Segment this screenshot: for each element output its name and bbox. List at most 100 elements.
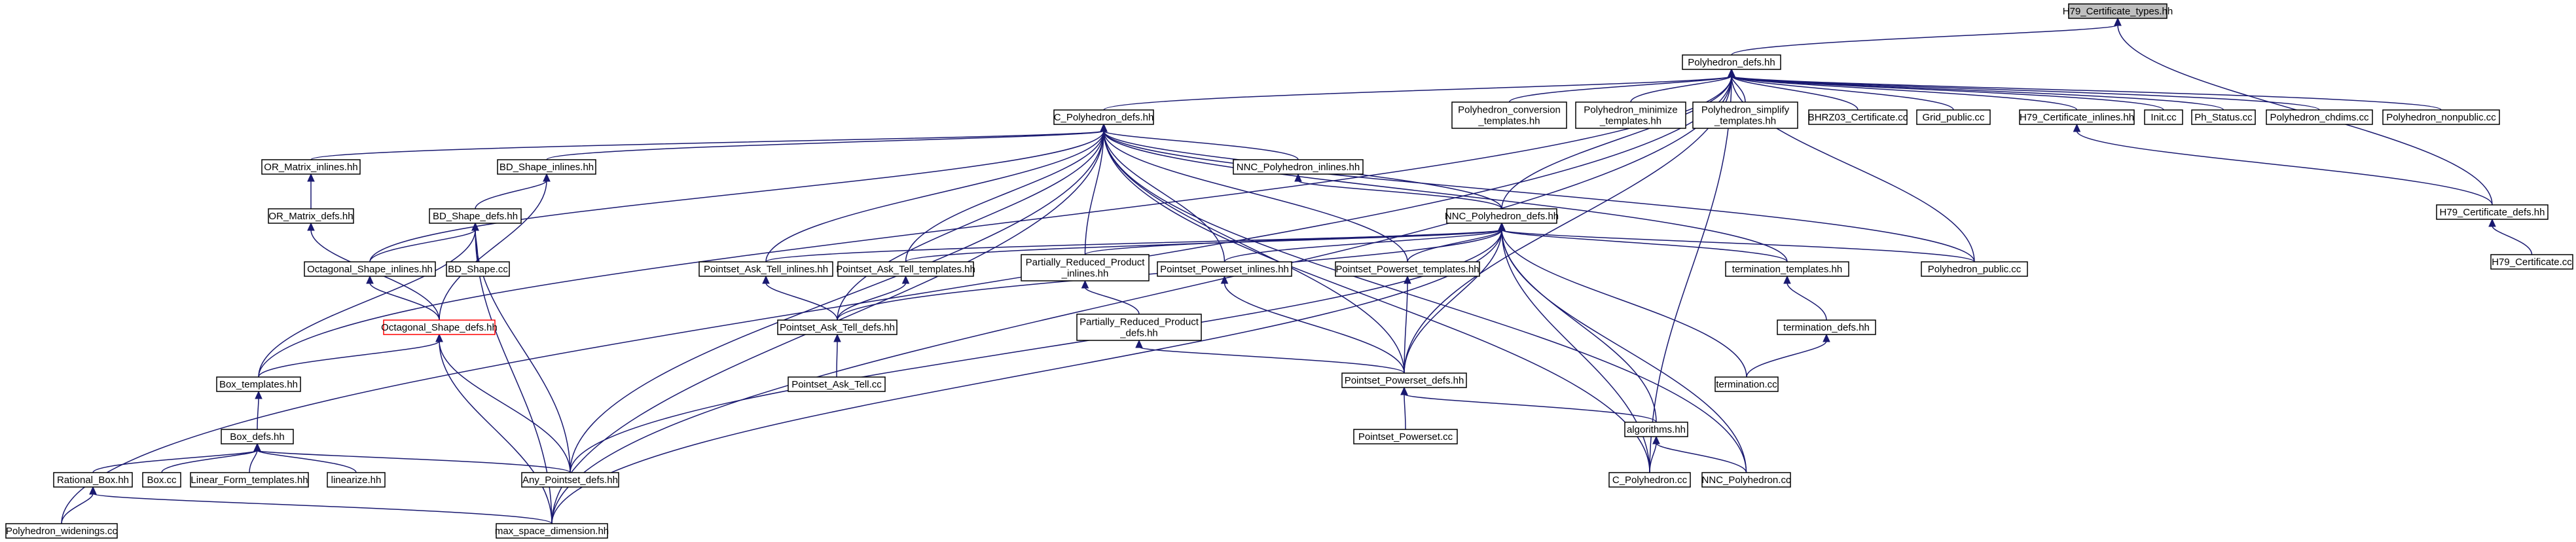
edge-c-poly-defs-to-nnc-poly-cc — [1100, 123, 1747, 473]
edge-line — [551, 75, 1732, 524]
edge-bd-defs-to-any-ps — [471, 222, 571, 473]
node-bd-cc[interactable]: BD_Shape.cc — [446, 261, 510, 277]
node-box-tmpl[interactable]: Box_templates.hh — [216, 376, 301, 392]
edge-line — [905, 229, 1502, 262]
node-label: C_Polyhedron.cc — [1612, 475, 1688, 486]
node-term-defs[interactable]: termination_defs.hh — [1777, 319, 1876, 335]
edge-pp-tmpl-to-pp-defs — [1404, 275, 1411, 374]
node-label: NNC_Polyhedron.cc — [1702, 475, 1791, 486]
node-label: BHRZ03_Certificate.cc — [1808, 112, 1908, 123]
edge-nnc-inl-to-nnc-defs — [1294, 173, 1502, 209]
node-label: termination_templates.hh — [1732, 264, 1842, 275]
node-pp-inl[interactable]: Pointset_Powerset_inlines.hh — [1157, 261, 1292, 277]
node-h79-cc[interactable]: H79_Certificate.cc — [2490, 254, 2573, 270]
node-max-space[interactable]: max_space_dimension.hh — [495, 523, 609, 539]
node-term-cc[interactable]: termination.cc — [1714, 376, 1779, 392]
edge-line — [1103, 130, 1408, 262]
node-pp-defs[interactable]: Pointset_Powerset_defs.hh — [1341, 372, 1467, 388]
node-grid-public[interactable]: Grid_public.cc — [1916, 109, 1991, 125]
edge-poly-defs-to-ph-status — [1728, 68, 2224, 111]
node-poly-chdims[interactable]: Polyhedron_chdims.cc — [2266, 109, 2373, 125]
node-poly-simp[interactable]: Polyhedron_simplify_templates.hh — [1692, 101, 1798, 129]
node-rat-box[interactable]: Rational_Box.hh — [53, 472, 133, 488]
node-label: Polyhedron_chdims.cc — [2270, 112, 2369, 123]
edge-box-defs-to-rat-box — [92, 443, 261, 473]
node-poly-nonpub[interactable]: Polyhedron_nonpublic.cc — [2382, 109, 2500, 125]
node-poly-defs[interactable]: Polyhedron_defs.hh — [1682, 54, 1781, 70]
node-poly-public[interactable]: Polyhedron_public.cc — [1921, 261, 2028, 277]
edge-pat-inl-to-pat-defs — [762, 275, 838, 321]
node-nnc-defs[interactable]: NNC_Polyhedron_defs.hh — [1445, 208, 1559, 224]
edge-arrowhead — [1728, 68, 1735, 77]
node-label: Init.cc — [2150, 112, 2177, 123]
node-poly-widen[interactable]: Polyhedron_widenings.cc — [5, 523, 118, 539]
node-label: Polyhedron_simplify — [1701, 105, 1790, 116]
node-nnc-poly-cc[interactable]: NNC_Polyhedron.cc — [1701, 472, 1791, 488]
node-any-ps[interactable]: Any_Pointset_defs.hh — [521, 472, 619, 488]
node-or-inl[interactable]: OR_Matrix_inlines.hh — [261, 159, 361, 175]
node-label: H79_Certificate.cc — [2492, 257, 2572, 268]
node-label: BD_Shape_inlines.hh — [499, 162, 594, 173]
node-box-cc[interactable]: Box.cc — [142, 472, 181, 488]
node-label: algorithms.hh — [1627, 424, 1686, 435]
edge-line — [1746, 340, 1827, 378]
node-label: termination.cc — [1716, 379, 1777, 390]
node-nnc-inl[interactable]: NNC_Polyhedron_inlines.hh — [1233, 159, 1364, 175]
node-pat-tmpl[interactable]: Pointset_Ask_Tell_templates.hh — [836, 261, 975, 277]
node-c-poly-cc[interactable]: C_Polyhedron.cc — [1608, 472, 1691, 488]
node-lf-tmpl[interactable]: Linear_Form_templates.hh — [190, 472, 309, 488]
node-c-poly-defs[interactable]: C_Polyhedron_defs.hh — [1053, 109, 1154, 125]
node-box — [777, 319, 898, 335]
node-bd-inl[interactable]: BD_Shape_inlines.hh — [497, 159, 596, 175]
node-box — [1076, 314, 1202, 341]
node-box — [190, 472, 309, 488]
edge-line — [1407, 229, 1502, 262]
node-poly-conv[interactable]: Polyhedron_conversion_templates.hh — [1451, 101, 1567, 129]
node-pat-cc[interactable]: Pointset_Ask_Tell.cc — [788, 376, 886, 392]
node-oct-inl[interactable]: Octagonal_Shape_inlines.hh — [304, 261, 436, 277]
edge-c-poly-defs-to-oct-inl — [369, 123, 1108, 262]
edge-arrowhead — [1498, 222, 1506, 231]
node-h79-types[interactable]: H79_Certificate_types.hh — [2063, 3, 2173, 19]
node-h79-inl[interactable]: H79_Certificate_inlines.hh — [2019, 109, 2135, 125]
node-or-defs[interactable]: OR_Matrix_defs.hh — [268, 208, 354, 224]
edges-layer — [61, 17, 2533, 524]
node-pat-inl[interactable]: Pointset_Ask_Tell_inlines.hh — [698, 261, 833, 277]
node-h79-defs[interactable]: H79_Certificate_defs.hh — [2436, 204, 2549, 220]
node-pp-cc[interactable]: Pointset_Powerset.cc — [1353, 429, 1458, 444]
node-pat-defs[interactable]: Pointset_Ask_Tell_defs.hh — [777, 319, 898, 335]
node-box — [1233, 159, 1364, 175]
node-prp-inl[interactable]: Partially_Reduced_Product_inlines.hh — [1021, 254, 1150, 281]
node-label: linearize.hh — [331, 475, 382, 486]
node-box — [304, 261, 436, 277]
edge-arrowhead — [1081, 280, 1089, 289]
edge-line — [1084, 130, 1104, 255]
node-box-defs[interactable]: Box_defs.hh — [221, 429, 294, 444]
node-bd-defs[interactable]: BD_Shape_defs.hh — [429, 208, 522, 224]
edge-box-defs-to-box-cc — [161, 443, 261, 473]
edge-line — [1404, 393, 1406, 430]
edge-line — [1787, 282, 1827, 321]
node-term-tmpl[interactable]: termination_templates.hh — [1725, 261, 1849, 277]
node-label: Box.cc — [147, 475, 177, 486]
node-box — [2144, 109, 2183, 125]
node-box — [1353, 429, 1458, 444]
node-ph-status[interactable]: Ph_Status.cc — [2191, 109, 2256, 125]
edge-line — [1731, 75, 1859, 111]
node-box — [1916, 109, 1991, 125]
edge-arrowhead — [1652, 435, 1660, 444]
node-pp-tmpl[interactable]: Pointset_Powerset_templates.hh — [1335, 261, 1480, 277]
node-linearize[interactable]: linearize.hh — [327, 472, 386, 488]
node-algorithms[interactable]: algorithms.hh — [1624, 422, 1688, 437]
node-poly-min[interactable]: Polyhedron_minimize_templates.hh — [1575, 101, 1686, 129]
node-init-cc[interactable]: Init.cc — [2144, 109, 2183, 125]
node-oct-defs[interactable]: Octagonal_Shape_defs.hh — [381, 319, 498, 335]
node-box — [496, 523, 608, 539]
node-label: Ph_Status.cc — [2194, 112, 2253, 123]
node-box — [1021, 254, 1150, 281]
node-bhrz03[interactable]: BHRZ03_Certificate.cc — [1808, 109, 1908, 125]
node-prp-defs[interactable]: Partially_Reduced_Product_defs.hh — [1076, 314, 1202, 341]
node-box — [788, 376, 886, 392]
edge-pp-inl-to-pp-defs — [1220, 275, 1405, 374]
